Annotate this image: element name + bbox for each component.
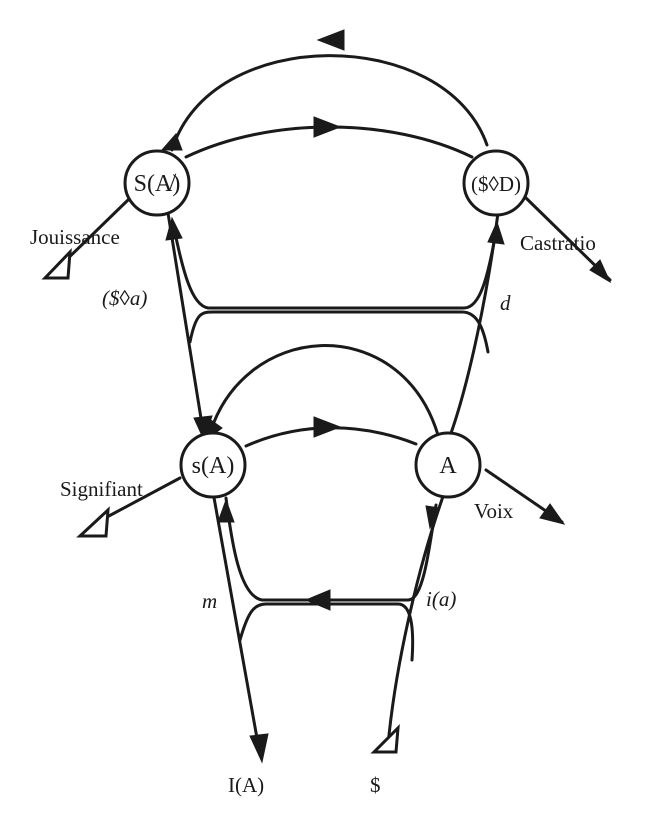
label-signifiant: Signifiant xyxy=(60,477,143,501)
node-s-barred-a: S(A̸) xyxy=(134,171,181,197)
edge-right-branch xyxy=(448,211,500,438)
node-small-s-a: s(A) xyxy=(192,453,235,479)
label-barred-s-lozenge-a: ($◊a) xyxy=(102,286,147,310)
edge-barredS-to-A xyxy=(386,486,448,747)
arrowhead-lower-vector xyxy=(313,416,342,438)
edge-inner-lower-loop xyxy=(224,496,438,602)
hollow-triangle-jouissance xyxy=(41,247,72,280)
edge-top-arc xyxy=(170,54,489,152)
node-big-a: A xyxy=(439,453,457,479)
edge-inner-lower-loop-lower xyxy=(238,602,415,662)
arrowhead-top-arc xyxy=(316,29,345,51)
arrowhead-voix xyxy=(539,503,566,525)
arrowhead-smallsA-up xyxy=(217,498,235,523)
arrowhead-sA-up xyxy=(165,216,183,241)
arrowhead-A-down xyxy=(425,505,441,530)
edge-sA-to-smallsA xyxy=(166,211,206,439)
arrowhead-right-branch-up xyxy=(487,220,505,245)
edge-upper-fantasy-loop-lower xyxy=(188,310,490,354)
arrowhead-inner-loop xyxy=(304,589,331,611)
label-m: m xyxy=(202,589,217,613)
edge-upper-fantasy-loop xyxy=(171,222,499,310)
edge-smallsA-to-IA xyxy=(211,490,262,757)
arrowhead-IA xyxy=(249,733,269,764)
label-jouissance: Jouissance xyxy=(30,225,120,249)
node-circle-big-a xyxy=(414,431,482,499)
node-barred-s-lozenge-d: ($◊D) xyxy=(471,172,521,196)
label-voix: Voix xyxy=(474,499,514,523)
label-castratio: Castratio xyxy=(520,231,596,255)
edge-lower-arc xyxy=(206,344,440,442)
label-i-a: i(a) xyxy=(426,587,456,611)
label-d: d xyxy=(500,291,511,315)
node-circle-barred-s-lozenge-d xyxy=(462,149,530,217)
arrowhead-upper-vector xyxy=(313,116,342,138)
arrowhead-top-arc-end xyxy=(160,133,183,151)
label-i-big-a: I(A) xyxy=(228,773,264,797)
arrowhead-castratio xyxy=(589,259,612,284)
hollow-triangle-signifiant xyxy=(76,506,110,538)
node-circle-small-s-a xyxy=(179,431,247,499)
label-barred-s: $ xyxy=(370,773,381,797)
hollow-triangle-barred-s xyxy=(370,724,400,754)
node-circle-s-barred-a xyxy=(123,149,191,217)
